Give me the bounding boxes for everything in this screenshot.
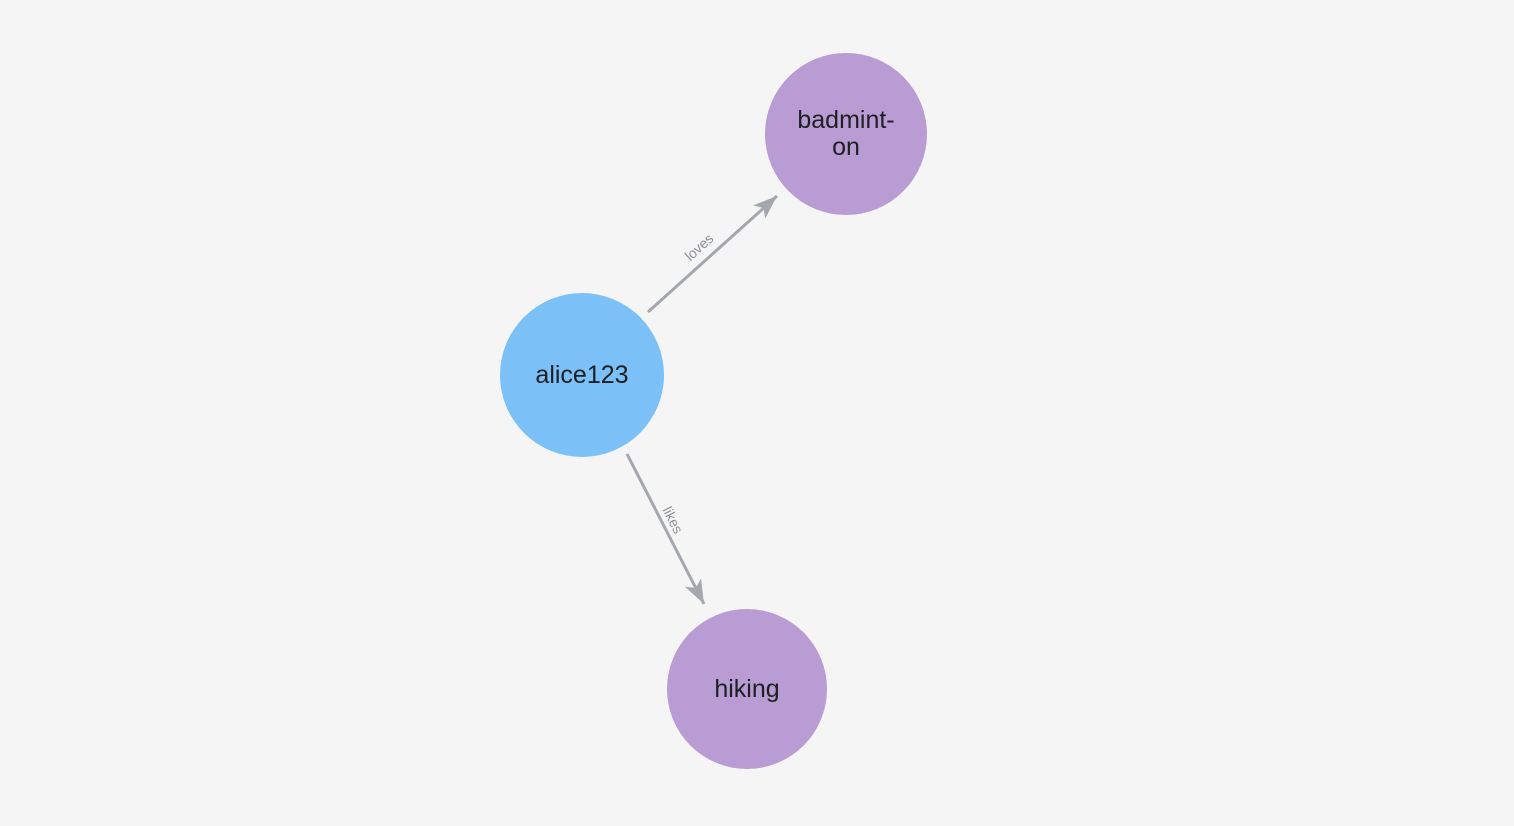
edge-label-likes[interactable]: likes [659,503,687,537]
node-caption: badmint- [797,106,895,134]
edge-line-likes[interactable] [625,453,706,605]
edge-line-loves[interactable] [646,194,779,314]
node-caption-line2: on [832,133,860,161]
node-alice123[interactable]: alice123 [500,293,664,457]
node-hiking[interactable]: hiking [667,609,827,769]
node-badminton[interactable]: badmint- on [765,53,927,215]
edge-label-loves[interactable]: loves [681,230,717,264]
node-caption: alice123 [535,360,629,389]
node-caption: hiking [714,674,780,703]
